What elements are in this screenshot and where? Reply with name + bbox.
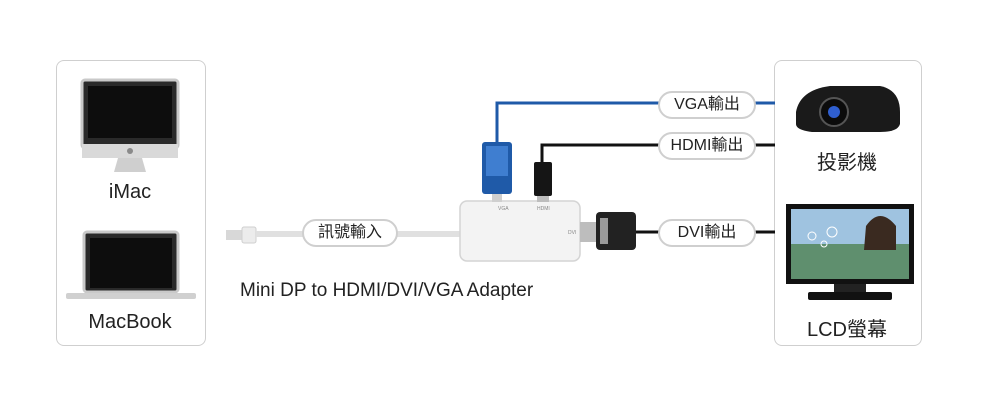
vga-output-label: VGA輸出 [658, 91, 756, 119]
macbook-icon [66, 230, 196, 299]
lcd-label: LCD螢幕 [806, 319, 887, 341]
adapter-hdmi-port-label: HDMI [537, 206, 550, 212]
hdmi-output-label: HDMI輸出 [658, 132, 756, 160]
adapter-box: VGA HDMI DVI [459, 200, 581, 262]
adapter-vga-port-label: VGA [498, 206, 509, 212]
adapter-dvi-port-label: DVI [568, 230, 576, 236]
imac-label: iMac [108, 181, 152, 203]
macbook-label: MacBook [88, 311, 172, 333]
projector-icon [796, 86, 900, 132]
dvi-output-label: DVI輸出 [658, 219, 756, 247]
adapter-caption: Mini DP to HDMI/DVI/VGA Adapter [240, 280, 534, 301]
projector-label: 投影機 [817, 152, 877, 174]
signal-input-label: 訊號輸入 [302, 219, 398, 247]
lcd-monitor-icon [786, 204, 914, 300]
imac-icon [80, 78, 180, 172]
